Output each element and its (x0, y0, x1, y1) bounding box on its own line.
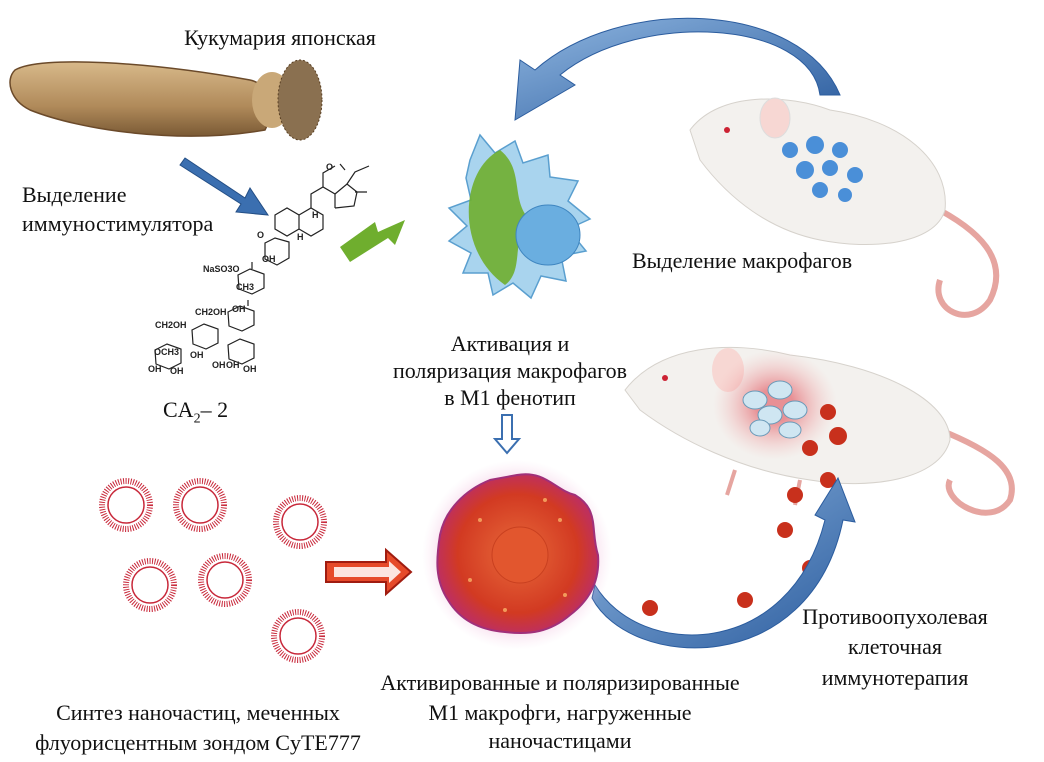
nanoparticle (271, 609, 325, 663)
svg-text:O: O (326, 162, 333, 172)
lightning-icon (340, 220, 405, 262)
loaded-label-line3: наночастицами (488, 728, 632, 753)
sea-cucumber-illustration (9, 59, 323, 141)
arrow-to-compound (179, 157, 269, 216)
svg-text:CH3: CH3 (236, 282, 254, 292)
compound-subscript: 2 (193, 411, 201, 427)
svg-text:CH2OH: CH2OH (195, 307, 227, 317)
nanoparticle (198, 553, 252, 607)
svg-text:OCH3: OCH3 (154, 347, 179, 357)
synthesis-label-line1: Синтез наночастиц, меченных (56, 700, 340, 725)
svg-text:OH: OH (190, 350, 204, 360)
ca2-2-structure (154, 163, 370, 370)
svg-text:OH: OH (148, 364, 162, 374)
compound-suffix: – 2 (200, 397, 229, 422)
therapy-label-line2: клеточная (848, 634, 942, 659)
mouse-tumor-illustration (624, 346, 1015, 516)
activation-label-line3: в М1 фенотип (444, 385, 576, 410)
chemical-labels: NaSO3O OH CH3 OH CH2OH CH2OH OCH3 OH OH … (148, 162, 333, 376)
isolation-label-line2: иммуностимулятора (22, 211, 214, 236)
svg-text:OH: OH (170, 366, 184, 376)
isolation-label-line1: Выделение (22, 182, 127, 207)
nanoparticle (273, 495, 327, 549)
therapy-label-line1: Противоопухолевая (802, 604, 988, 629)
svg-text:OH: OH (212, 360, 226, 370)
loaded-label-line2: М1 макрофги, нагруженные (428, 700, 692, 725)
nanoparticles (99, 478, 327, 663)
compound-name: CA (163, 397, 194, 422)
synthesis-label-line2: флуорисцентным зондом CyTE777 (35, 730, 361, 755)
activation-label-line1: Активация и (450, 331, 570, 356)
svg-text:CH2OH: CH2OH (155, 320, 187, 330)
sea-cucumber-label: Кукумария японская (184, 25, 376, 50)
svg-text:OH: OH (243, 364, 257, 374)
therapy-label-line3: иммунотерапия (821, 665, 969, 690)
svg-text:OH: OH (262, 254, 276, 264)
macrophage-illustration (447, 133, 592, 300)
activation-label-line2: поляризация макрофагов (392, 358, 628, 383)
nanoparticle (99, 478, 153, 532)
arrow-macrophage-return (514, 17, 841, 121)
arrow-to-therapy (591, 476, 856, 649)
macrophage-isolation-label: Выделение макрофагов (632, 248, 853, 273)
svg-text:O: O (257, 230, 264, 240)
nanoparticle (123, 558, 177, 612)
svg-text:OH: OH (232, 304, 246, 314)
arrow-down (492, 414, 522, 455)
svg-text:H: H (297, 232, 304, 242)
loaded-m1-macrophage (422, 460, 612, 650)
mouse-donor-illustration (689, 97, 1000, 318)
svg-text:H: H (312, 210, 319, 220)
compound-label: CA2– 2 (163, 396, 228, 433)
nanoparticle (173, 478, 227, 532)
svg-text:NaSO3O: NaSO3O (203, 264, 240, 274)
loaded-label-line1: Активированные и поляризированные (380, 670, 740, 695)
svg-text:OH: OH (226, 360, 240, 370)
